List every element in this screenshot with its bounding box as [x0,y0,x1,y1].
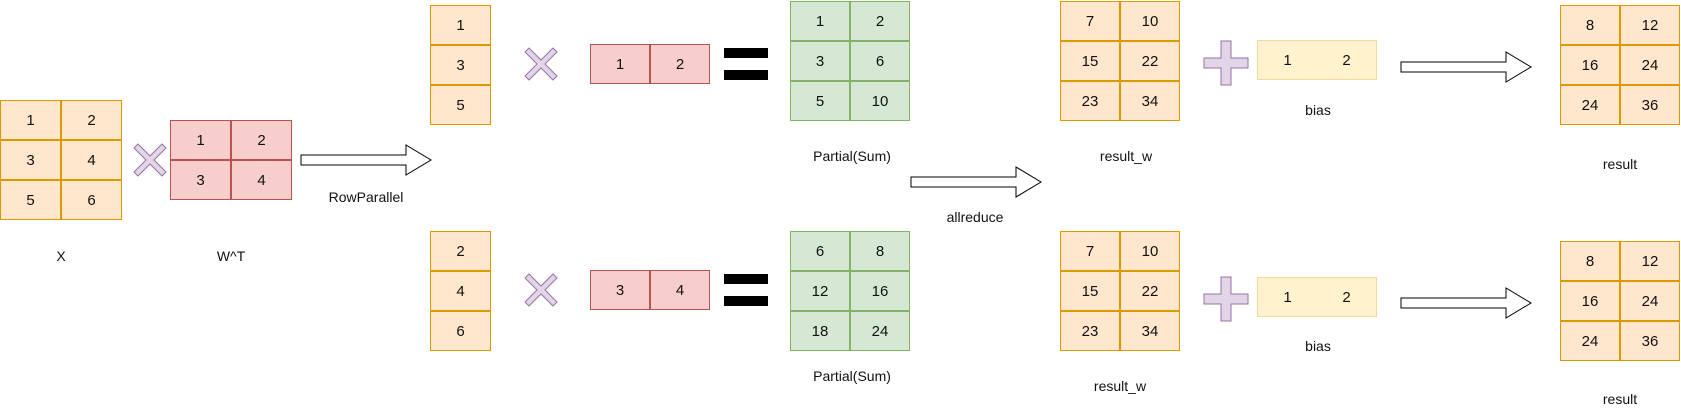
matrix-wt-label: W^T [216,248,246,264]
matrix-cell: 22 [1120,271,1180,311]
matrix-cell: 5 [790,81,850,121]
matrix-cell: 2 [850,1,910,41]
matrix-cell: 15 [1060,271,1120,311]
matrix-cell: 36 [1620,321,1680,361]
top-result-matrix: 8 12 16 24 24 36 [1560,5,1680,125]
matrix-cell: 4 [231,160,292,200]
matrix-cell: 18 [790,311,850,351]
multiply-icon [524,273,558,307]
allreduce-label: allreduce [946,209,1004,225]
bottom-result-matrix: 8 12 16 24 24 36 [1560,241,1680,361]
matrix-cell: 8 [1560,5,1620,45]
top-result-arrow-icon [1400,51,1532,83]
matrix-cell: 1 [430,5,491,45]
matrix-cell: 3 [0,140,61,180]
matrix-cell: 24 [1560,321,1620,361]
top-result-label: result [1602,156,1638,172]
matrix-cell: 1 [590,44,650,84]
bottom-result-w-matrix: 7 10 15 22 23 34 [1060,231,1180,351]
matrix-cell: 7 [1060,231,1120,271]
matrix-cell: 5 [0,180,61,220]
matrix-cell: 24 [1560,85,1620,125]
matrix-x-label: X [56,248,66,264]
matrix-cell: 24 [850,311,910,351]
bottom-bias-label: bias [1305,338,1331,354]
matrix-cell: 1 [0,100,61,140]
matrix-cell: 5 [430,85,491,125]
matrix-cell: 36 [1620,85,1680,125]
matrix-cell: 12 [1620,5,1680,45]
matrix-cell: 24 [1620,45,1680,85]
matrix-cell: 2 [1317,277,1377,317]
plus-icon [1203,276,1249,322]
matrix-cell: 16 [1560,281,1620,321]
bottom-partial-matrix: 6 8 12 16 18 24 [790,231,910,351]
matrix-cell: 3 [590,270,650,310]
top-w-row: 1 2 [590,44,710,84]
multiply-icon [133,143,167,177]
matrix-cell: 10 [850,81,910,121]
row-parallel-arrow-icon [300,144,432,176]
equals-icon [724,48,768,82]
top-bias-vector: 1 2 [1257,40,1377,80]
bottom-result-w-label: result_w [1093,378,1147,394]
bottom-result-arrow-icon [1400,287,1532,319]
matrix-cell: 6 [61,180,122,220]
matrix-cell: 16 [1560,45,1620,85]
matrix-cell: 2 [430,231,491,271]
matrix-cell: 1 [170,120,231,160]
equals-icon [724,274,768,308]
allreduce-arrow-icon [910,166,1042,198]
top-bias-label: bias [1305,102,1331,118]
matrix-cell: 15 [1060,41,1120,81]
matrix-cell: 24 [1620,281,1680,321]
matrix-cell: 16 [850,271,910,311]
plus-icon [1203,40,1249,86]
matrix-cell: 4 [61,140,122,180]
matrix-cell: 23 [1060,81,1120,121]
top-partial-matrix: 1 2 3 6 5 10 [790,1,910,121]
top-result-w-matrix: 7 10 15 22 23 34 [1060,1,1180,121]
matrix-x: 1 2 3 4 5 6 [0,100,122,220]
top-result-w-label: result_w [1099,148,1153,164]
matrix-cell: 23 [1060,311,1120,351]
bottom-partial-label: Partial(Sum) [813,368,891,384]
matrix-cell: 2 [1317,40,1377,80]
bottom-result-label: result [1602,391,1638,407]
bottom-w-row: 3 4 [590,270,710,310]
matrix-cell: 4 [650,270,710,310]
matrix-cell: 1 [1257,277,1317,317]
matrix-cell: 1 [1257,40,1317,80]
matrix-cell: 10 [1120,231,1180,271]
matrix-cell: 3 [790,41,850,81]
matrix-cell: 8 [850,231,910,271]
matrix-wt: 1 2 3 4 [170,120,292,200]
matrix-cell: 1 [790,1,850,41]
matrix-cell: 6 [850,41,910,81]
matrix-cell: 2 [650,44,710,84]
matrix-cell: 12 [1620,241,1680,281]
row-parallel-label: RowParallel [328,189,404,205]
bottom-x-column: 2 4 6 [430,231,491,351]
matrix-cell: 6 [790,231,850,271]
matrix-cell: 22 [1120,41,1180,81]
matrix-cell: 34 [1120,311,1180,351]
matrix-cell: 6 [430,311,491,351]
matrix-cell: 8 [1560,241,1620,281]
matrix-cell: 2 [61,100,122,140]
matrix-cell: 10 [1120,1,1180,41]
matrix-cell: 3 [170,160,231,200]
bottom-bias-vector: 1 2 [1257,277,1377,317]
top-x-column: 1 3 5 [430,5,491,125]
matrix-cell: 34 [1120,81,1180,121]
matrix-cell: 12 [790,271,850,311]
matrix-cell: 3 [430,45,491,85]
multiply-icon [524,47,558,81]
matrix-cell: 7 [1060,1,1120,41]
matrix-cell: 2 [231,120,292,160]
matrix-cell: 4 [430,271,491,311]
top-partial-label: Partial(Sum) [813,148,891,164]
